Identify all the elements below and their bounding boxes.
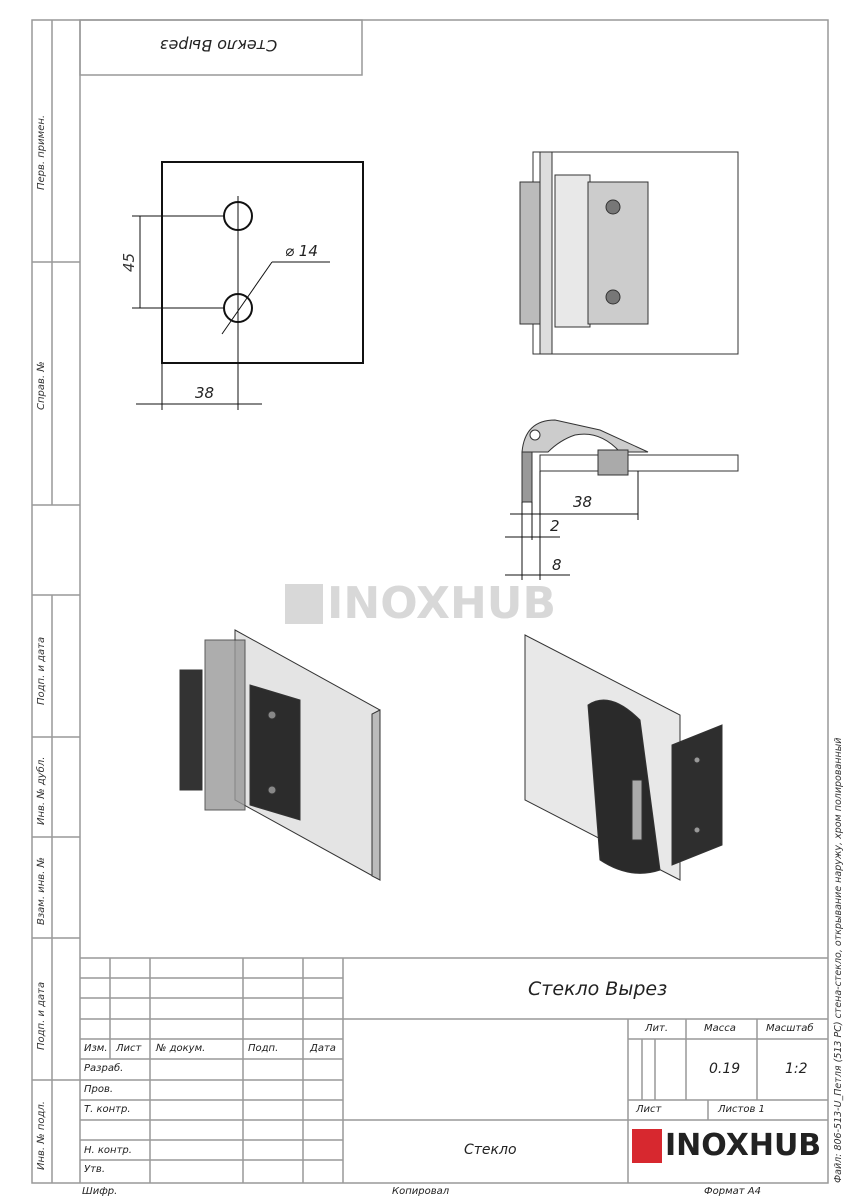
sheets-count: Листов 1: [718, 1104, 765, 1115]
side-label-sign-date-2: Подп. и дата: [36, 981, 47, 1050]
scale-label: Масштаб: [766, 1023, 814, 1034]
sheet-label: Лист: [636, 1104, 662, 1115]
isometric-view-left: [179, 629, 381, 881]
logo-mark-icon: [632, 1128, 662, 1163]
section-view: [505, 419, 739, 580]
watermark-logo: INOXHUB: [285, 578, 556, 629]
mirrored-label: Стекло Вырез: [160, 36, 278, 55]
title: Стекло Вырез: [528, 978, 668, 1000]
lit-label: Лит.: [645, 1023, 669, 1034]
header-sheet: Лист: [116, 1043, 142, 1054]
dim-glass-depth: 38: [573, 493, 593, 511]
dim-hole-diameter: ⌀ 14: [285, 242, 318, 260]
isometric-view-right: [524, 634, 723, 881]
role-developer: Разраб.: [84, 1063, 124, 1074]
side-label-orig-inv: Инв. № подл.: [36, 1101, 47, 1170]
side-label-sign-date: Подп. и дата: [36, 636, 47, 705]
header-change: Изм.: [84, 1043, 108, 1054]
file-note: Файл: 806-513-U_Петля (513 PC) стена-сте…: [833, 737, 844, 1183]
front-view: [132, 161, 364, 410]
material: Стекло: [464, 1142, 517, 1158]
scale-value: 1:2: [785, 1061, 808, 1077]
watermark-text: INOXHUB: [327, 578, 557, 629]
role-norm-control: Н. контр.: [84, 1145, 132, 1156]
side-view: [519, 151, 739, 355]
side-label-replace-inv: Взам. инв. №: [36, 857, 47, 925]
role-checker: Пров.: [84, 1084, 114, 1095]
side-label-dup-inv: Инв. № дубл.: [36, 756, 47, 825]
logo-text: INOXHUB: [665, 1128, 822, 1163]
footer-format: Формат А4: [704, 1186, 761, 1197]
dim-thickness: 8: [552, 556, 562, 574]
header-doc-no: № докум.: [156, 1043, 206, 1054]
dim-edge-offset: 38: [195, 384, 215, 402]
footer-cipher: Шифр.: [82, 1186, 118, 1197]
header-date: Дата: [310, 1043, 336, 1054]
side-label-ref-no: Справ. №: [36, 361, 47, 410]
dim-hole-spacing: 45: [120, 252, 138, 272]
mass-label: Масса: [704, 1023, 736, 1034]
role-tech-control: Т. контр.: [84, 1104, 131, 1115]
role-approved: Утв.: [84, 1164, 105, 1175]
header-sign: Подп.: [248, 1043, 279, 1054]
side-label-first-use: Перв. примен.: [36, 114, 47, 190]
dim-gap: 2: [550, 517, 560, 535]
footer-copied: Копировал: [392, 1186, 450, 1197]
logo-mark-icon: [285, 583, 323, 624]
company-logo: INOXHUB: [632, 1128, 821, 1163]
mass-value: 0.19: [709, 1061, 741, 1077]
